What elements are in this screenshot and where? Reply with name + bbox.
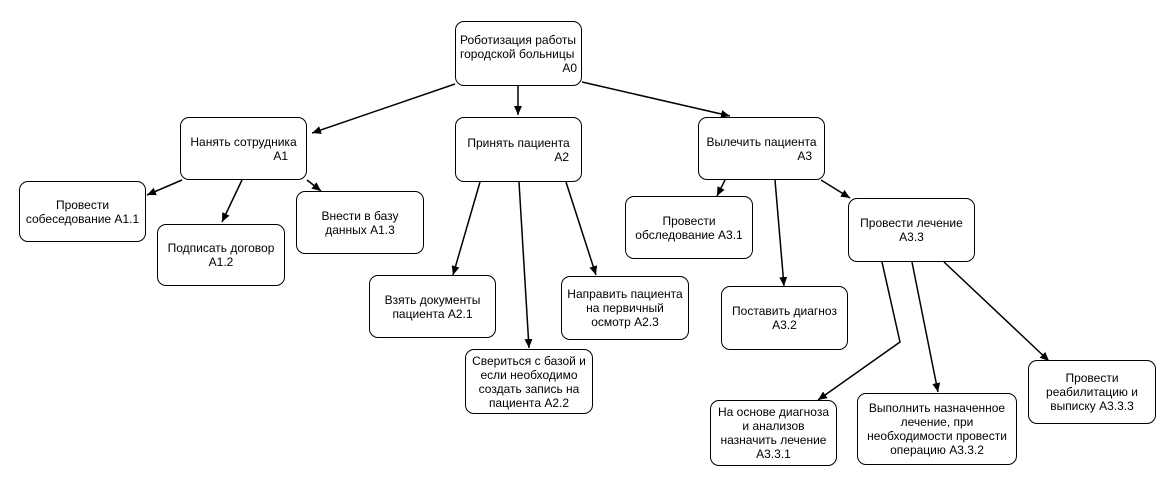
node-a31-line-2: обследование A3.1 <box>635 227 743 242</box>
node-a1-line-1: Нанять сотрудника <box>190 134 297 149</box>
node-a32-line-1: Поставить диагноз <box>732 304 837 318</box>
node-a23-line-2: на первичный <box>586 301 664 315</box>
node-a0-line-1: Роботизация работы <box>460 32 576 47</box>
node-a331: На основе диагноза и анализов назначить … <box>710 400 837 466</box>
node-a21: Взять документы пациента A2.1 <box>369 275 496 338</box>
node-a12-line-1: Подписать договор <box>167 241 275 255</box>
node-a331-line-3: назначить лечение <box>720 433 827 447</box>
edge-a3-a31 <box>716 179 726 197</box>
node-a1: Нанять сотрудника A1 <box>180 117 307 180</box>
node-a332-line-4: операцию A3.3.2 <box>890 443 984 457</box>
node-a23-line-1: Направить пациента <box>567 287 683 301</box>
node-a0-line-3: A0 <box>562 60 577 75</box>
node-a3-line-1: Вылечить пациента <box>706 134 817 149</box>
node-a11-line-2: собеседование A1.1 <box>25 211 140 226</box>
edge-a0-a1 <box>311 83 456 134</box>
node-a11-line-1: Провести <box>55 197 110 212</box>
node-a331-line-4: A3.3.1 <box>756 447 791 461</box>
node-a12: Подписать договор A1.2 <box>157 224 285 286</box>
node-a31-line-1: Провести <box>662 213 716 228</box>
edge-a2-a23 <box>565 181 598 276</box>
edge-a3-a33 <box>820 179 851 199</box>
node-a2: Принять пациента A2 <box>455 117 582 182</box>
node-a332-line-3: необходимости провести <box>867 429 1007 443</box>
edge-a1-a11 <box>146 179 183 196</box>
node-a22: Свериться с базой и если необходимо созд… <box>465 349 593 414</box>
node-a11: Провести собеседование A1.1 <box>19 181 146 242</box>
edge-a3-a32 <box>774 179 788 287</box>
edge-a1-a13 <box>306 179 322 192</box>
edge-a2-a22 <box>518 181 533 349</box>
edge-a33-a333 <box>943 261 1050 362</box>
node-a21-line-2: пациента A2.1 <box>392 306 473 321</box>
node-a2-line-2: A2 <box>554 149 569 164</box>
node-a13-line-2: данных A1.3 <box>325 222 395 237</box>
node-a333-line-2: реабилитацию и <box>1046 385 1138 399</box>
node-a333-line-3: выписку A3.3.3 <box>1050 399 1134 413</box>
node-a333: Провести реабилитацию и выписку A3.3.3 <box>1028 360 1156 424</box>
node-a333-line-1: Провести <box>1065 371 1119 385</box>
node-a2-line-1: Принять пациента <box>467 135 570 150</box>
node-a31: Провести обследование A3.1 <box>625 196 753 259</box>
node-a33-line-2: A3.3 <box>899 230 924 244</box>
node-a13-line-1: Внести в базу <box>321 208 399 223</box>
node-a22-line-4: пациента A2.2 <box>488 395 570 410</box>
node-a32-line-2: A3.2 <box>772 318 797 332</box>
node-a3-line-2: A3 <box>797 148 812 163</box>
edge-a2-a21 <box>451 181 481 276</box>
node-a332-line-1: Выполнить назначенное <box>868 401 1006 415</box>
edge-a33-a332 <box>911 261 941 393</box>
node-a0: Роботизация работы городской больницы A0 <box>455 21 582 86</box>
node-a3: Вылечить пациента A3 <box>698 117 825 180</box>
node-a22-line-1: Свериться с базой и <box>472 353 586 368</box>
node-a331-line-2: и анализов <box>742 419 805 433</box>
node-a32: Поставить диагноз A3.2 <box>721 286 848 350</box>
node-a332: Выполнить назначенное лечение, при необх… <box>857 393 1017 465</box>
edge-a1-a12 <box>221 179 243 223</box>
node-a23: Направить пациента на первичный осмотр A… <box>561 276 689 340</box>
node-a1-line-2: A1 <box>273 148 288 163</box>
edge-a0-a3 <box>581 81 731 118</box>
node-a12-line-2: A1.2 <box>208 255 234 269</box>
node-a21-line-1: Взять документы <box>384 292 481 307</box>
node-a22-line-2: если необходимо <box>480 367 578 382</box>
node-a22-line-3: создать запись на <box>478 381 580 396</box>
node-a23-line-3: осмотр A2.3 <box>591 315 659 329</box>
node-a332-line-2: лечение, при <box>900 415 974 429</box>
node-a0-line-2: городской больницы <box>460 46 575 61</box>
edge-a33-a331 <box>817 261 901 401</box>
node-a33: Провести лечение A3.3 <box>848 198 975 262</box>
node-a33-line-1: Провести лечение <box>860 216 963 230</box>
node-a331-line-1: На основе диагноза <box>718 405 829 419</box>
node-a13: Внести в базу данных A1.3 <box>296 191 424 254</box>
